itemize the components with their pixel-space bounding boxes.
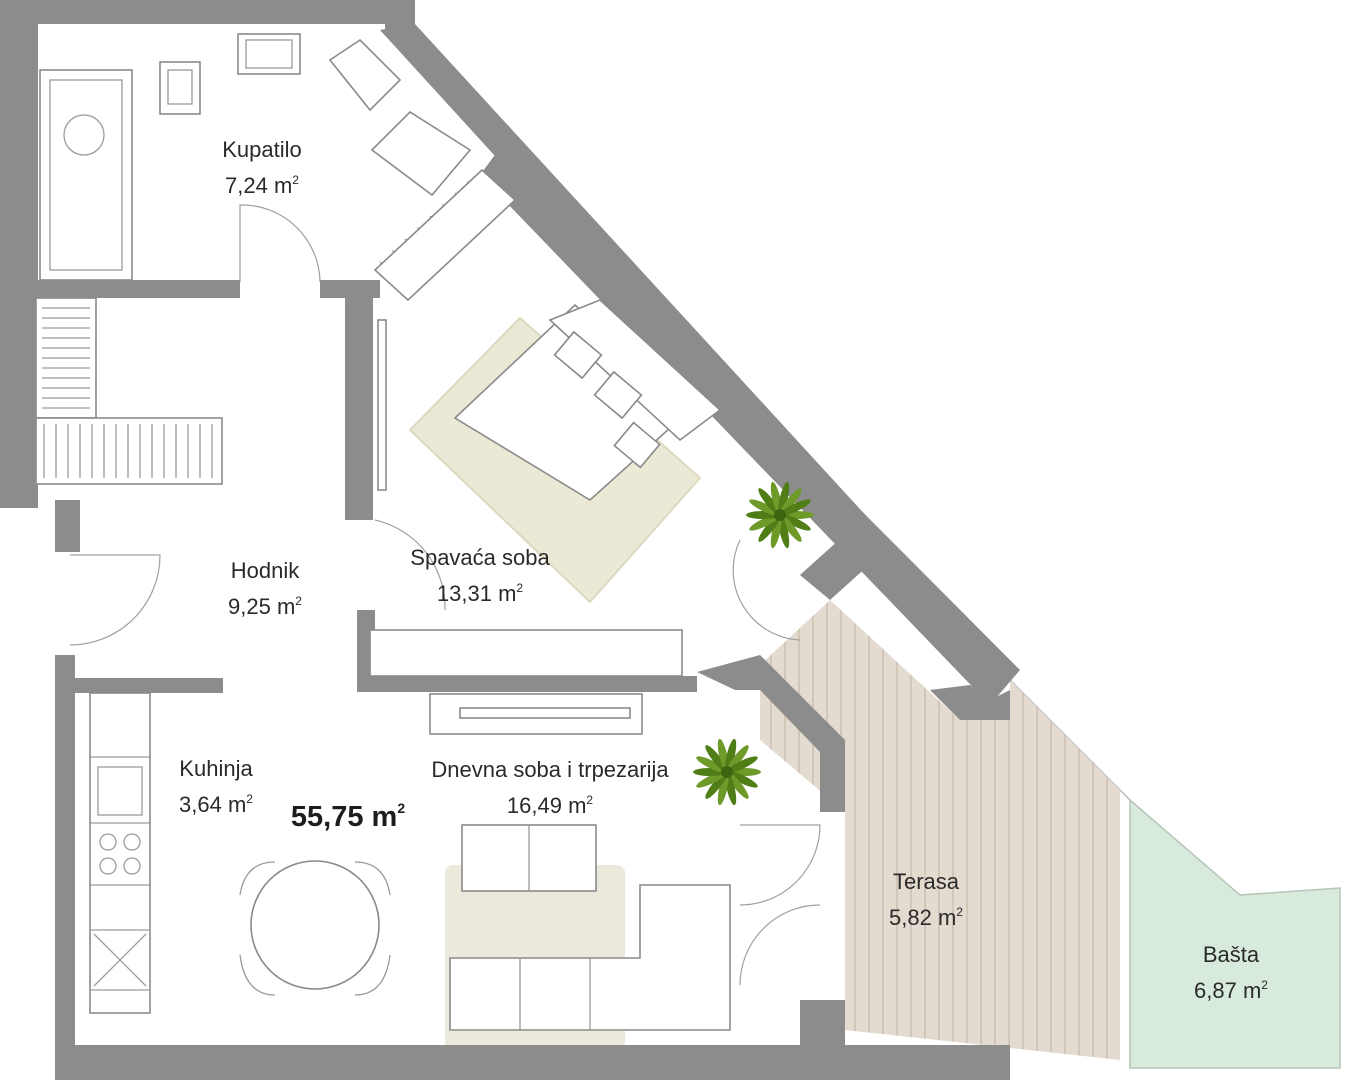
room-label-garden: Bašta 6,87 m2 <box>1194 942 1268 1003</box>
room-area: 13,31 m <box>436 581 517 606</box>
room-label-terrace: Terasa 5,82 m2 <box>889 869 963 930</box>
room-name: Hodnik <box>230 558 300 583</box>
room-area: 3,64 m <box>179 792 247 817</box>
total-area: 55,75 m2 <box>290 800 406 833</box>
sofa <box>449 824 731 1031</box>
room-area: 9,25 m <box>228 594 296 619</box>
room-area: 5,82 m <box>889 905 957 930</box>
room-label-living-dining: Dnevna soba i trpezarija 16,49 m2 <box>431 757 669 818</box>
doors <box>69 204 821 986</box>
bathroom-fixtures <box>39 33 472 281</box>
bed <box>453 299 722 501</box>
room-name: Spavaća soba <box>410 545 550 570</box>
terrace-deck <box>760 600 1120 1060</box>
room-name: Kuhinja <box>179 756 253 781</box>
tv-units <box>377 319 643 735</box>
room-name: Kupatilo <box>222 137 302 162</box>
room-label-bathroom: Kupatilo 7,24 m2 <box>222 137 302 198</box>
room-area: 7,24 m <box>225 173 293 198</box>
room-label-hallway: Hodnik 9,25 m2 <box>228 558 302 619</box>
plant-icon <box>746 481 814 549</box>
dining-table <box>239 860 391 996</box>
room-name: Terasa <box>892 869 960 894</box>
room-name: Bašta <box>1202 942 1260 967</box>
walls <box>0 0 1020 1080</box>
room-name: Dnevna soba i trpezarija <box>431 757 669 782</box>
kitchen-counter <box>89 692 151 1014</box>
room-area: 6,87 m <box>1194 978 1262 1003</box>
room-label-bedroom: Spavaća soba 13,31 m2 <box>410 545 550 606</box>
room-label-kitchen: Kuhinja 3,64 m2 <box>179 756 253 817</box>
room-area: 16,49 m <box>506 793 587 818</box>
plant-icon <box>693 738 761 806</box>
wardrobes <box>35 168 683 677</box>
